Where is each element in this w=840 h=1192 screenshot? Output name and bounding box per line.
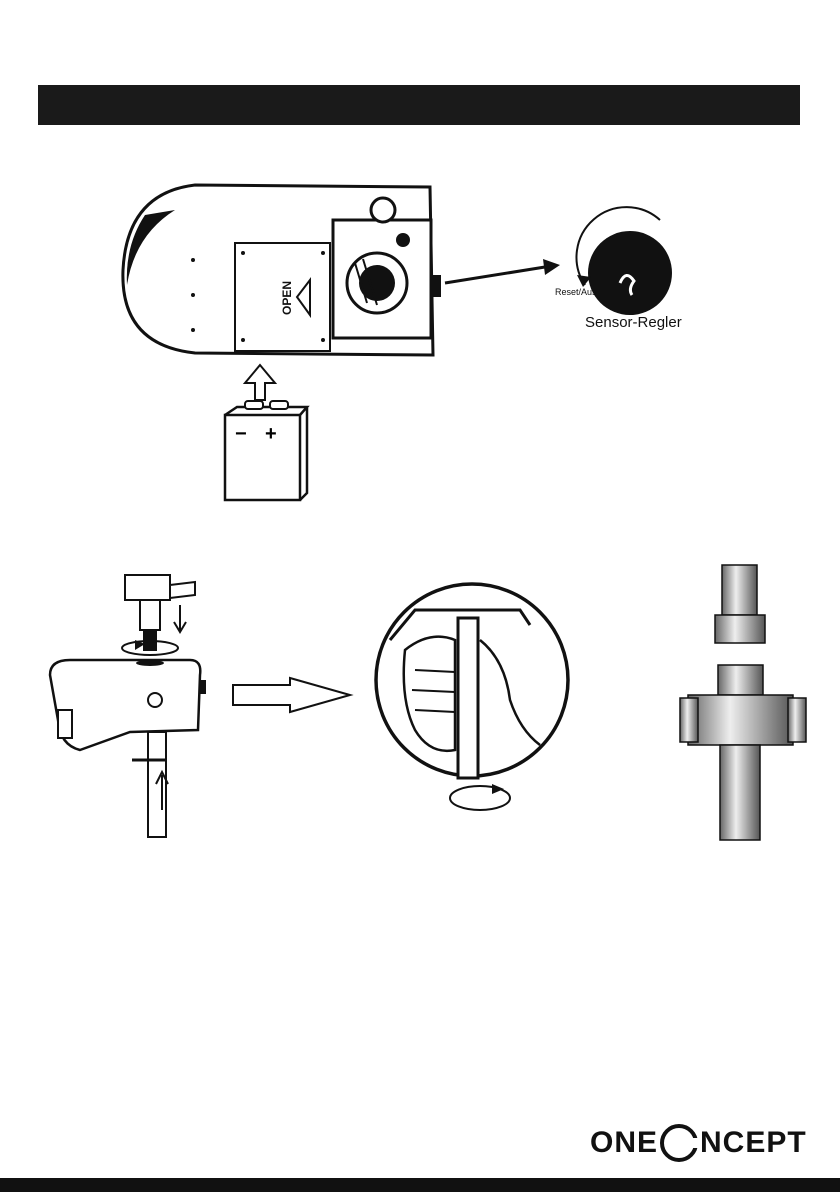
lower-pipe <box>720 745 760 840</box>
insert-up-arrow-icon <box>245 365 275 400</box>
brand-text-left: ONE <box>590 1126 658 1160</box>
brand-text-right: NCEPT <box>700 1126 807 1160</box>
hand-tighten-figure <box>370 580 575 845</box>
oneconcept-logo: ONE NCEPT <box>590 1120 807 1166</box>
brand-ring-icon <box>660 1124 698 1162</box>
hose-connector <box>458 618 478 778</box>
battery-plus-label: + <box>265 423 277 445</box>
open-label: OPEN <box>280 281 294 315</box>
thread-nipple <box>718 665 763 695</box>
upper-coupling <box>715 615 765 643</box>
section-title-bar <box>38 85 800 125</box>
sprinkler-mounting-figure <box>40 560 210 840</box>
led-indicator <box>396 233 410 247</box>
upper-hose <box>722 565 757 615</box>
pipe-connector-figure <box>660 560 830 845</box>
sprinkler-head-icon <box>125 575 195 650</box>
footer-bar <box>0 1178 840 1192</box>
top-knob <box>371 198 395 222</box>
reset-off-label: Reset/Aus <box>555 287 597 297</box>
next-step-arrow <box>230 675 355 715</box>
side-dial-stub <box>431 275 441 297</box>
hose-pipe <box>148 732 166 837</box>
sensor-dial <box>588 231 672 315</box>
sensor-regler-label: Sensor-Regler <box>585 314 682 331</box>
tee-body <box>688 695 793 745</box>
battery-9v-icon: − + <box>225 401 307 500</box>
down-arrow-icon <box>174 605 186 632</box>
battery-minus-label: − <box>235 423 247 445</box>
battery-installation-figure: OPEN Reset/Aus Sensor-Regler − + <box>115 175 725 515</box>
